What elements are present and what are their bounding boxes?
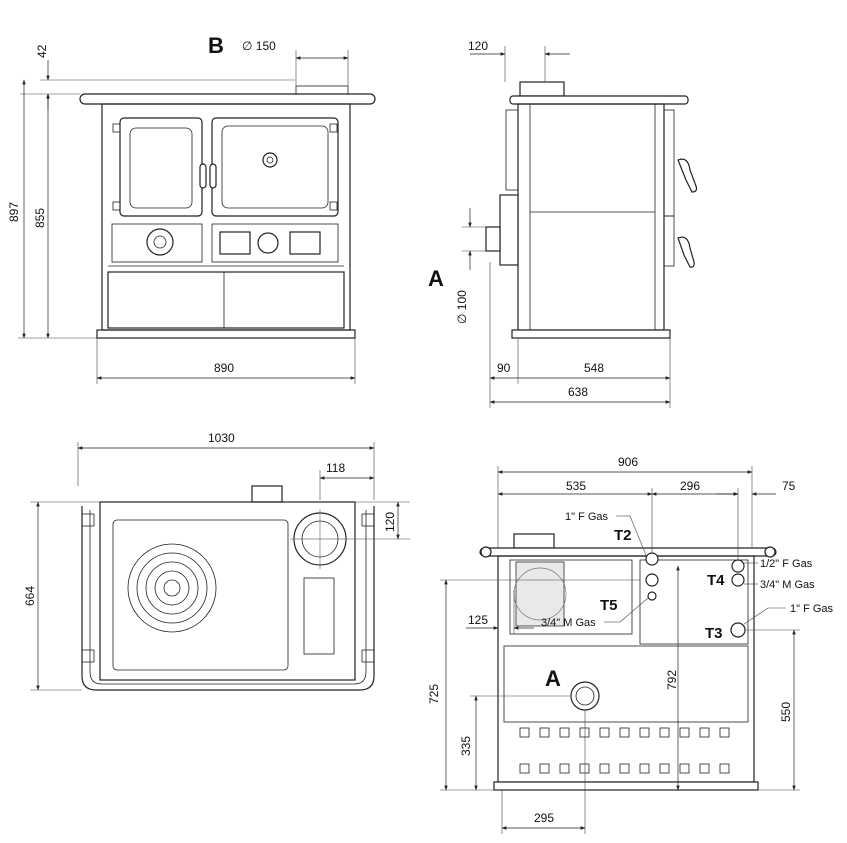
front-dim-width: 890 [214, 361, 234, 375]
front-firebox-door [119, 117, 203, 217]
front-ash-door [111, 223, 203, 263]
rear-dim-right: 75 [782, 479, 796, 493]
rear-upper-left-panel [509, 559, 633, 635]
front-view: B ∅ 150 42 897 855 890 [7, 33, 376, 384]
side-label-a: A [428, 266, 444, 291]
front-dim-height: 855 [33, 208, 47, 228]
side-dim-depth: 548 [584, 361, 604, 375]
rear-view: 1" F Gas T2 1/2" F Gas 3/4" M Gas T4 1" … [427, 455, 834, 834]
rear-dim-t5-x: 125 [468, 613, 488, 627]
rear-dim-air-x: 295 [534, 811, 554, 825]
side-plinth [511, 329, 671, 339]
side-air-inlet [485, 226, 501, 252]
rear-fitting-t4b-desc: 3/4" M Gas [760, 579, 815, 591]
rear-dim-t3-height: 792 [665, 670, 679, 690]
side-air-diameter: ∅ 100 [455, 290, 469, 324]
front-oven-window [221, 125, 329, 209]
rear-fitting-t5 [647, 591, 657, 601]
rear-dim-height-total: 725 [427, 684, 441, 704]
front-air-regulator [146, 228, 174, 256]
rear-dim-mid: 296 [680, 479, 700, 493]
rear-upper-right-panel [639, 559, 749, 645]
rear-dim-t4-height: 550 [779, 702, 793, 722]
front-thermometer [262, 152, 278, 168]
top-dim-flue-y: 120 [383, 512, 397, 532]
rear-tag-t3: T3 [705, 625, 723, 642]
top-reservoir [303, 577, 335, 655]
front-label-b: B [208, 33, 224, 58]
top-cooktop [99, 501, 356, 681]
front-handle-left [199, 163, 207, 189]
rear-fitting-t2-desc: 1" F Gas [565, 511, 609, 523]
side-door-profile [505, 109, 519, 191]
top-flue-outlet [251, 485, 283, 503]
side-body [517, 103, 665, 331]
rear-tag-t5: T5 [600, 597, 618, 614]
rear-lower-panel [503, 645, 749, 723]
front-thermostat-knob [257, 232, 279, 254]
front-top-plate [79, 93, 376, 105]
front-plinth [96, 329, 356, 339]
rear-vent-grid [519, 727, 730, 774]
side-dim-front: 90 [497, 361, 511, 375]
side-flue-collar [519, 81, 565, 97]
top-dim-width: 1030 [208, 431, 235, 445]
front-handle-right [209, 163, 217, 189]
front-flue-collar [295, 85, 349, 95]
side-handle-upper [677, 158, 698, 193]
rear-fitting-t5a [645, 573, 659, 587]
top-rail [81, 506, 375, 691]
top-dim-depth: 664 [23, 586, 37, 606]
rear-fitting-t4-desc: 1/2" F Gas [760, 558, 813, 570]
side-dim-flue-offset: 120 [468, 39, 488, 53]
rear-tag-t2: T2 [614, 527, 632, 544]
top-ring-1 [127, 543, 217, 633]
front-dim-total-height: 897 [7, 202, 21, 222]
rear-top-plate [479, 547, 777, 557]
rear-fitting-t3 [730, 622, 746, 638]
rear-dim-left: 535 [566, 479, 586, 493]
side-view: 120 A ∅ 100 90 548 638 [428, 39, 698, 408]
rear-fitting-t4 [731, 559, 745, 573]
rear-fitting-t2 [645, 552, 659, 566]
side-dim-total-depth: 638 [568, 385, 588, 399]
rear-fitting-t3-desc: 1" F Gas [790, 603, 834, 615]
front-oven-door [211, 117, 339, 217]
rear-tag-t4: T4 [707, 572, 725, 589]
top-dim-flue-x: 118 [326, 461, 345, 475]
rear-dim-width: 906 [618, 455, 638, 469]
side-handle-lower [677, 236, 695, 268]
front-control-panel [211, 223, 339, 263]
rear-plinth [493, 781, 759, 791]
front-flue-diameter: ∅ 150 [242, 39, 276, 53]
rear-fitting-t4b [731, 573, 745, 587]
front-drawer [107, 271, 345, 329]
rear-dim-height-air: 335 [459, 736, 473, 756]
side-top-plate [509, 95, 689, 105]
front-firebox-window [129, 127, 193, 209]
rear-label-a: A [545, 666, 561, 691]
rear-flue-collar [513, 533, 555, 549]
rear-fitting-t5-desc: 3/4" M Gas [541, 617, 596, 629]
top-hotplate [112, 519, 289, 671]
front-dim-top: 42 [35, 44, 49, 58]
rear-air-inlet [570, 681, 600, 711]
top-view: 1030 118 120 664 [23, 431, 410, 691]
